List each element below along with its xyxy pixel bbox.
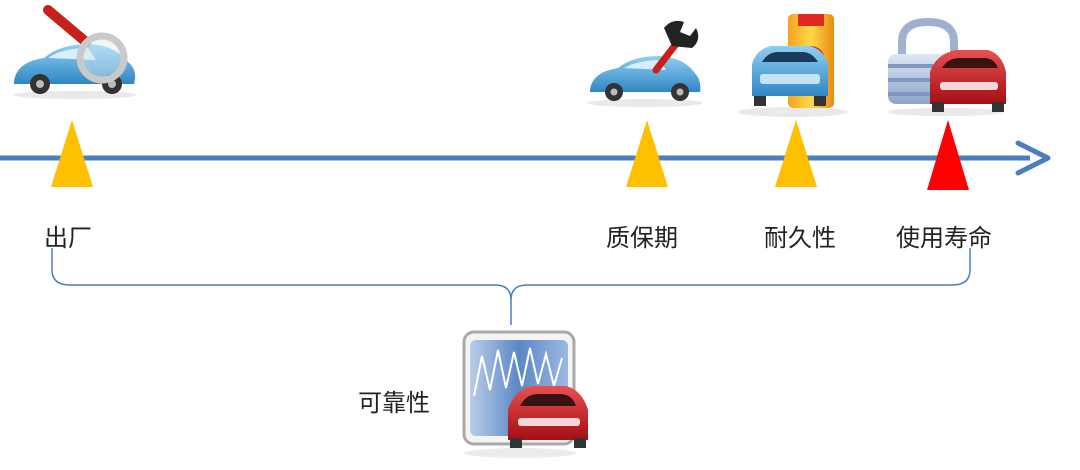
milestone-label-service-life: 使用寿命: [896, 224, 992, 252]
milestone-marker-service-life: [927, 120, 969, 190]
milestone-label-factory: 出厂: [44, 224, 92, 252]
milestone-marker-durability: [775, 120, 817, 187]
milestone-marker-factory: [51, 120, 93, 187]
milestone-label-warranty: 质保期: [606, 224, 678, 252]
car-battery-icon: [738, 14, 848, 117]
car-padlock-icon: [887, 17, 1006, 116]
car-chart-icon: [462, 330, 588, 458]
milestone-marker-warranty: [626, 120, 668, 187]
milestone-label-durability: 耐久性: [764, 224, 836, 252]
car-wrench-icon: [587, 20, 703, 107]
reliability-label: 可靠性: [358, 389, 430, 417]
timeline-arrowhead: [1015, 140, 1051, 176]
reliability-brace: [51, 248, 971, 325]
car-magnifier-icon: [13, 5, 137, 99]
